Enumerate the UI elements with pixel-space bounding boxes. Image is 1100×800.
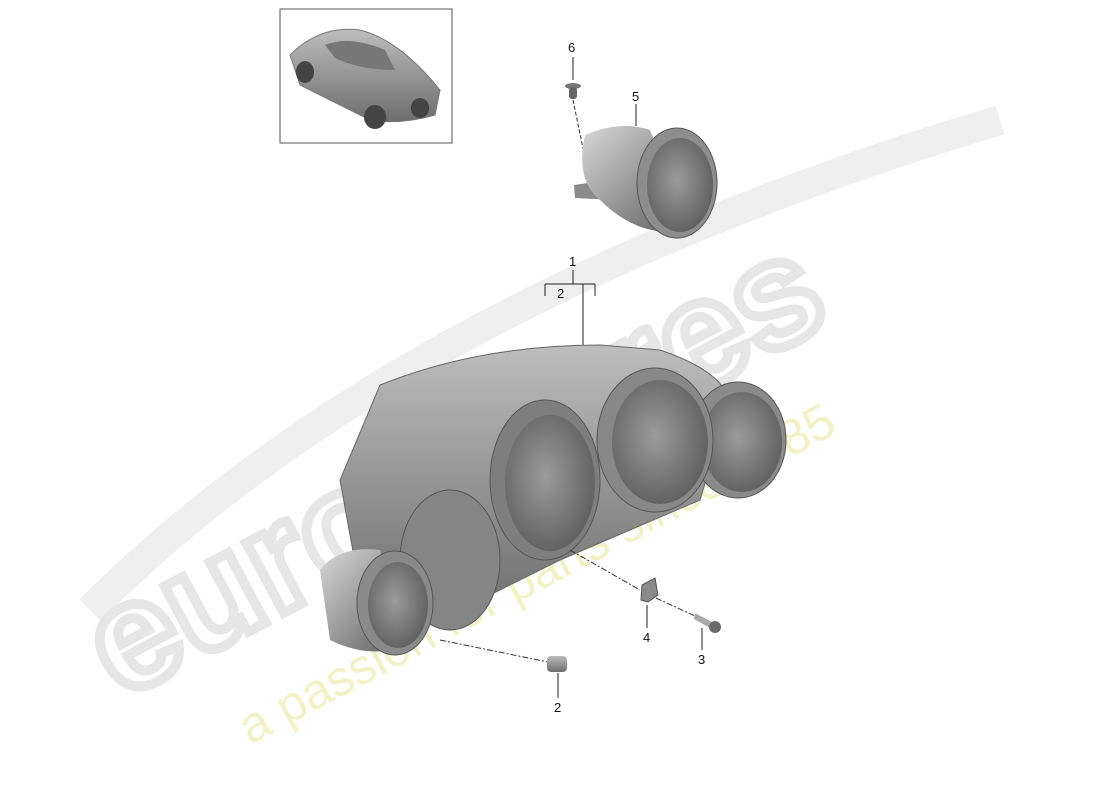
car-thumbnail-icon — [289, 28, 441, 129]
callout-6: 6 — [568, 40, 575, 55]
callout-1-bracket: 1 2 — [544, 254, 596, 350]
part-1-instrument-cluster — [320, 344, 787, 656]
watermark-swoosh — [79, 105, 1005, 621]
part-5-single-gauge: 5 — [574, 89, 718, 239]
callout-2: 2 — [554, 700, 561, 715]
callout-2-sub: 2 — [557, 286, 564, 301]
callout-3: 3 — [698, 652, 705, 667]
callout-1: 1 — [569, 254, 576, 269]
callout-5: 5 — [632, 89, 639, 104]
part-4-clip-nut: 4 — [569, 549, 659, 645]
car-thumbnail — [279, 8, 453, 144]
part-3-screw: 3 — [655, 597, 721, 667]
callout-4: 4 — [643, 630, 650, 645]
part-2-bulb-holder: 2 — [439, 639, 567, 715]
